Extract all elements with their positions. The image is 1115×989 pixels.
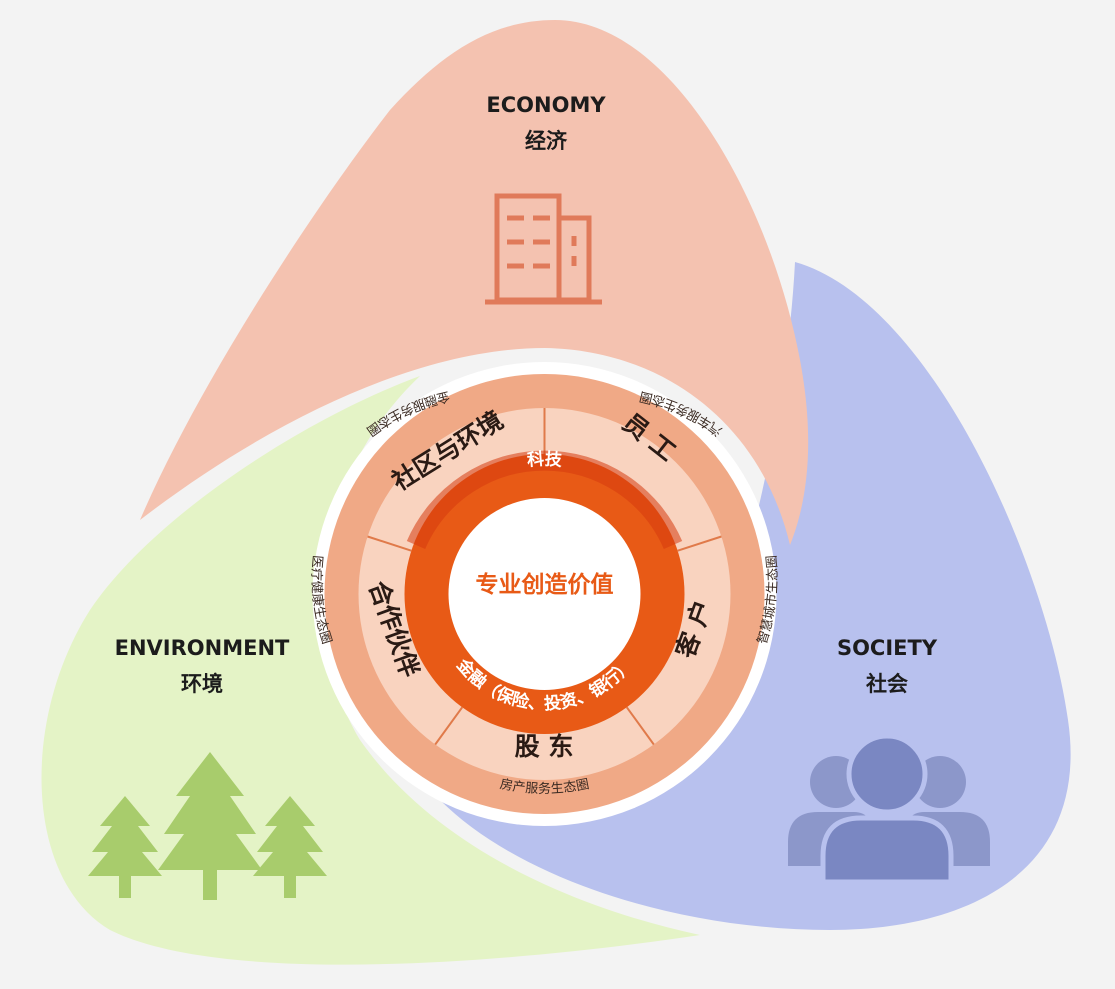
society-label-zh: 社会 <box>865 672 908 696</box>
core-technology-label: 科技 <box>526 449 563 471</box>
ecosystem-property: 房产服务生态圈 <box>499 776 591 797</box>
environment-label-en: ENVIRONMENT <box>115 636 290 660</box>
center-label: 专业创造价值 <box>476 571 614 598</box>
building-icon <box>485 193 602 305</box>
trees-icon <box>88 752 327 900</box>
center-disc <box>448 498 641 690</box>
stakeholder-shareholders: 股 东 <box>515 732 574 761</box>
stakeholder-dividers <box>367 408 722 746</box>
economy-label-zh: 经济 <box>525 129 568 153</box>
environment-label-zh: 环境 <box>181 672 223 696</box>
people-icon <box>788 733 990 885</box>
economy-segment <box>140 20 809 545</box>
economy-label-en: ECONOMY <box>486 93 606 117</box>
society-label-en: SOCIETY <box>837 636 938 660</box>
core-ring-highlight <box>406 450 683 549</box>
